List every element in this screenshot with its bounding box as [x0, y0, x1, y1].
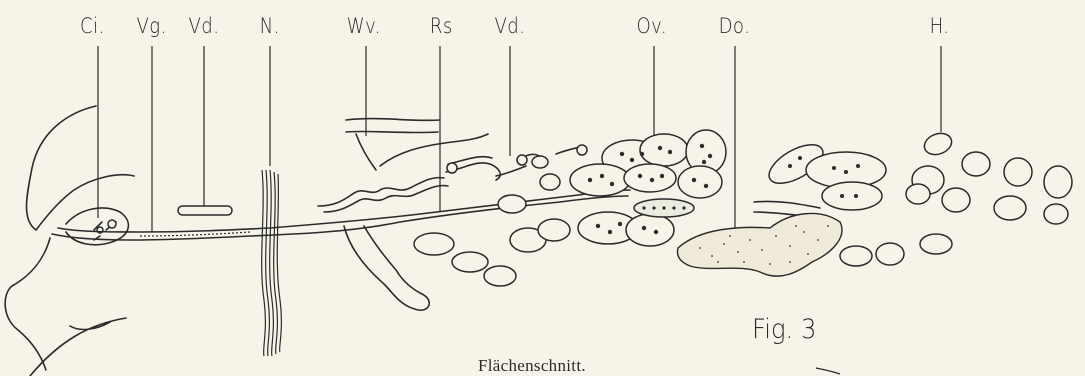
figure-number: Fig. 3: [752, 314, 816, 345]
ovary-cluster: [570, 130, 726, 246]
label-do: Do.: [719, 14, 751, 38]
vas-deferens-left: [178, 206, 232, 215]
label-rs: Rs: [430, 14, 453, 38]
label-ov: Ov.: [636, 14, 667, 38]
follicles: [414, 156, 570, 286]
do-dotted-mass: [678, 213, 842, 276]
label-ci: Ci.: [80, 14, 105, 38]
figure-caption: Flächenschnitt.: [478, 356, 586, 376]
wv-fold: [346, 119, 488, 170]
nerve-bundle: [262, 170, 282, 356]
label-vd-left: Vd.: [189, 14, 220, 38]
label-h: H.: [930, 14, 950, 38]
label-vg: Vg.: [136, 14, 166, 38]
label-vd-right: Vd.: [495, 14, 526, 38]
label-wv: Wv.: [347, 14, 381, 38]
caption-arrow: [816, 368, 840, 374]
label-n: N.: [260, 14, 280, 38]
ovary-right-lobes: [754, 137, 886, 218]
